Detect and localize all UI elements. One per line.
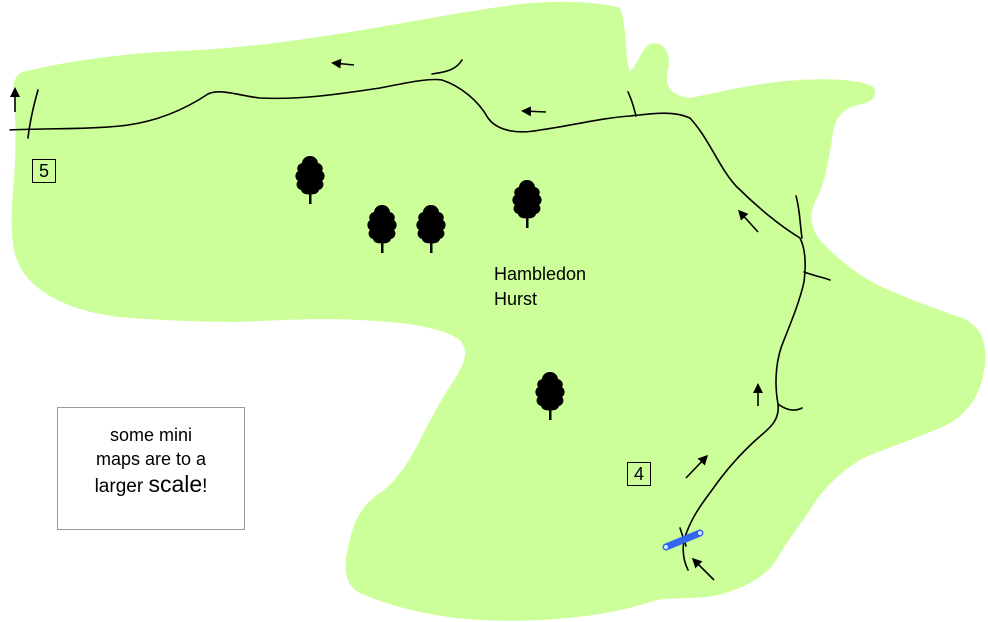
scale-note-box: some mini maps are to a larger scale! [57,407,245,530]
note-line3-end: ! [202,476,208,497]
direction-arrow-icon [521,106,547,117]
area-name-line1: Hambledon [494,264,587,284]
note-line3: larger scale! [58,471,244,500]
direction-arrow-icon [331,58,355,69]
woodland-area [11,1,986,621]
direction-arrow-icon [685,454,709,479]
direction-arrows [10,58,763,581]
footpath-network [9,59,831,571]
area-name-label: Hambledon Hurst [494,262,586,312]
waypoint-5-marker: 5 [32,159,56,183]
note-emphasis-word: scale [148,471,203,497]
area-name-line2: Hurst [494,289,538,309]
direction-arrow-icon [691,557,715,581]
note-line2: maps are to a [95,449,207,469]
waypoint-4-marker: 4 [627,462,651,486]
note-line1: some mini [109,425,193,445]
note-line3-start: larger [94,476,149,497]
direction-arrow-icon [737,209,759,233]
stile-icon [662,529,704,551]
